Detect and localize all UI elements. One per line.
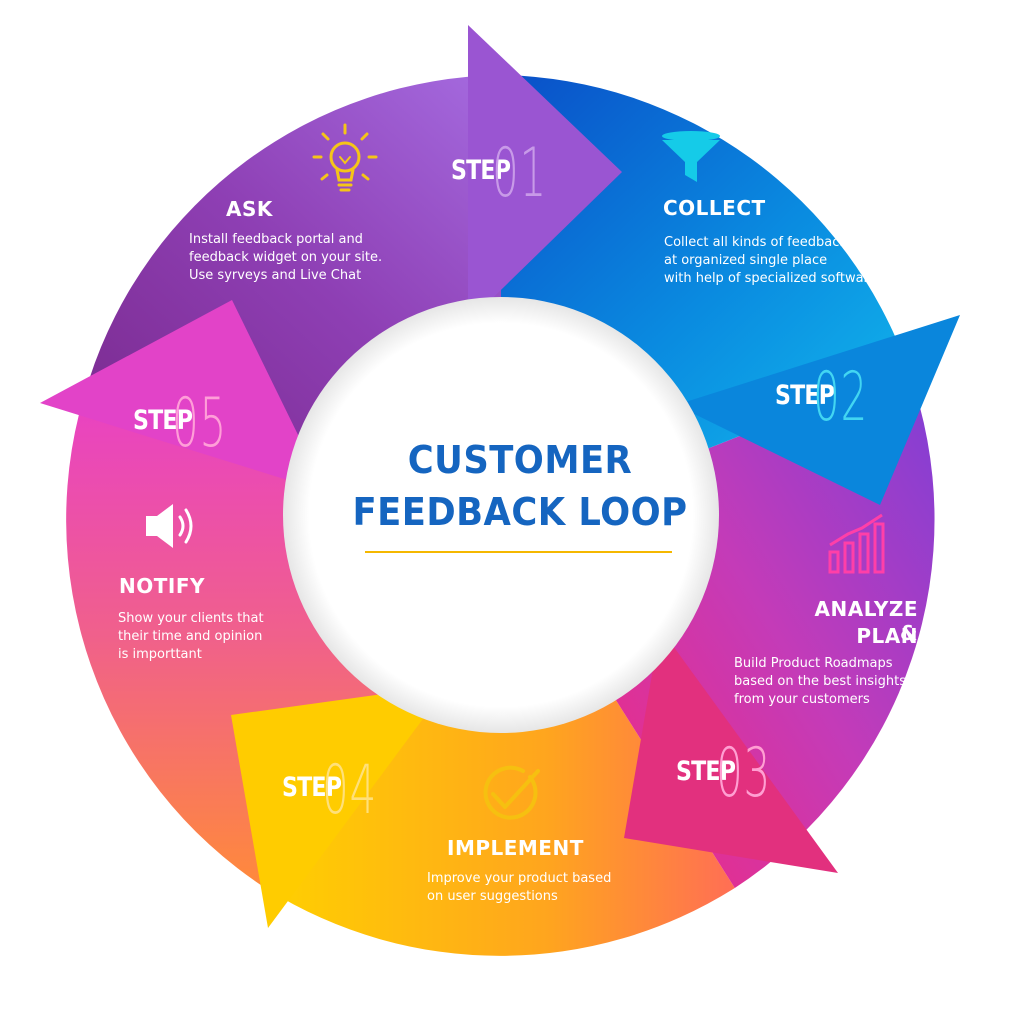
speaker-icon [146, 504, 193, 548]
check-circle-icon [483, 765, 540, 820]
implement-title: IMPLEMENT [447, 836, 584, 860]
analyze-description: Build Product Roadmaps based on the best… [734, 656, 907, 707]
notify-description: Show your clients that their time and op… [118, 611, 264, 662]
step-03-number: 03 [716, 734, 771, 813]
implement-description: Improve your product based on user sugge… [427, 871, 612, 904]
step-05-number: 05 [172, 384, 227, 463]
ask-description: Install feedback portal and feedback wid… [189, 232, 383, 283]
arrow-step-04 [231, 685, 448, 928]
inner-circle [283, 297, 719, 733]
diagram-title-line1: CUSTOMER [407, 438, 633, 482]
arrow-step-03 [624, 628, 838, 873]
arrow-step-02 [676, 315, 960, 505]
collect-title: COLLECT [663, 196, 766, 220]
notify-title: NOTIFY [119, 574, 205, 598]
diagram-title-line2: FEEDBACK LOOP [352, 490, 688, 534]
step-01-word: STEP [451, 155, 511, 186]
funnel-icon [662, 131, 720, 182]
step-01-number: 01 [492, 134, 547, 213]
bar-chart-icon [828, 513, 885, 574]
arrow-step-05 [40, 300, 326, 492]
step-05-word: STEP [133, 405, 193, 436]
step-02-number: 02 [813, 358, 868, 437]
analyze-title-line2: PLAN [856, 624, 918, 648]
step-02-word: STEP [775, 380, 835, 411]
arrow-step-01 [468, 25, 622, 322]
step-04-number: 04 [322, 751, 377, 830]
collect-description: Collect all kinds of feedback at organiz… [664, 235, 877, 286]
step-04-word: STEP [282, 772, 342, 803]
analyze-title-line1: ANALYZE & [814, 597, 918, 645]
lightbulb-icon [312, 123, 378, 192]
step-03-word: STEP [676, 756, 736, 787]
ask-title: ASK [226, 197, 273, 221]
